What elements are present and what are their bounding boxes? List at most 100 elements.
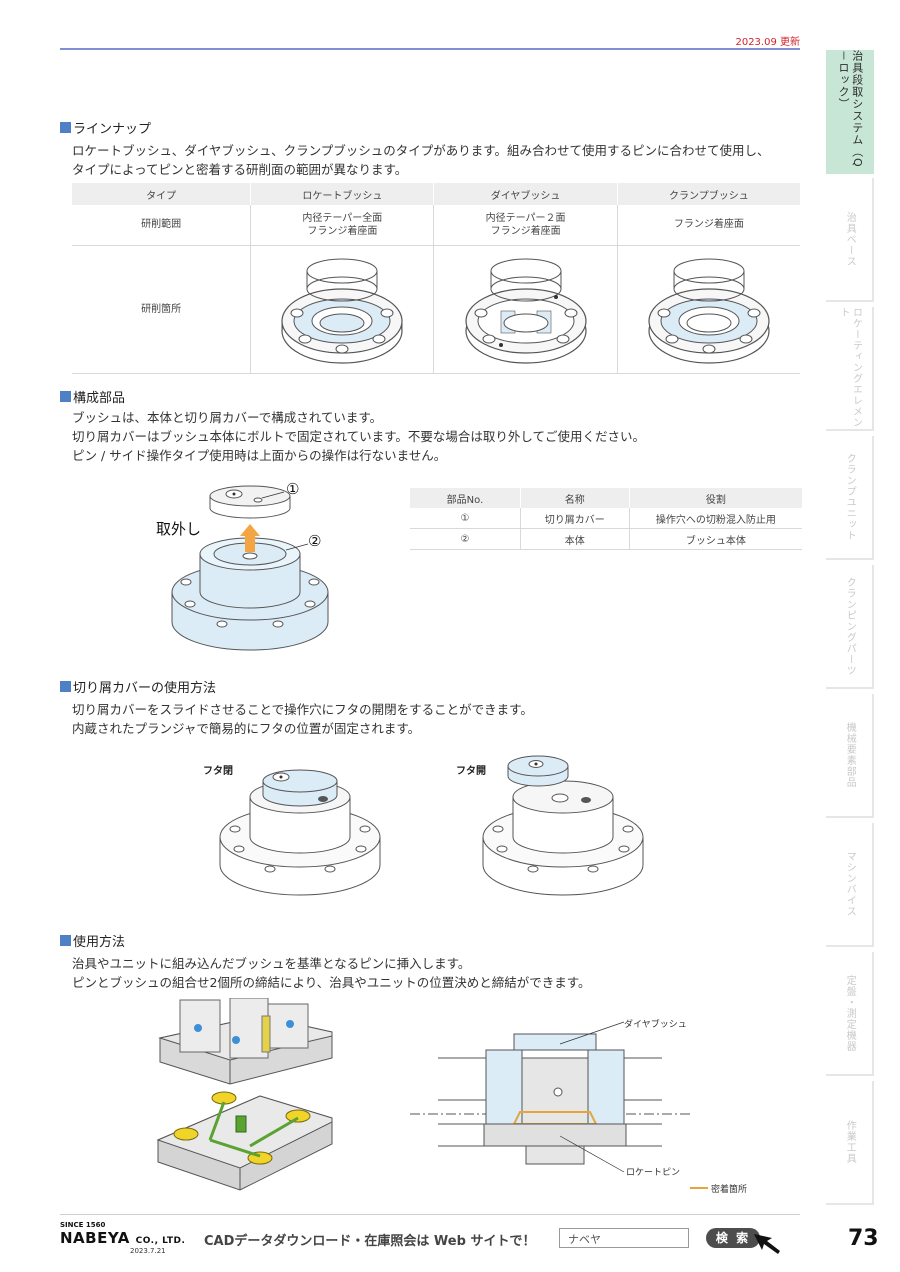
diamond-bushing-label: ダイヤブッシュ xyxy=(624,1020,687,1030)
table-cell: ① xyxy=(410,508,521,529)
lineup-text-line: タイプによってピンと密着する研削面の範囲が異なります。 xyxy=(72,162,408,177)
cover-closed-label: フタ閉 xyxy=(203,766,233,777)
bushing-drawing xyxy=(648,258,770,364)
search-input[interactable]: ナベヤ xyxy=(559,1228,689,1248)
table-cell: 内径テーパー２面フランジ着座面 xyxy=(433,205,618,246)
brand-logo: NABEYA CO., LTD. xyxy=(60,1229,185,1247)
section-heading-cover: 切り屑カバーの使用方法 xyxy=(60,677,216,696)
table-cell: 切り屑カバー xyxy=(520,508,630,529)
column-header: 部品No. xyxy=(410,488,521,508)
tab-label: 定盤・測定機器 xyxy=(844,974,856,1052)
tab-label: 治具段取システム（Q－ロック） xyxy=(837,50,864,168)
column-header: ロケートブッシュ xyxy=(250,183,435,205)
lineup-text-line: ロケートブッシュ、ダイヤブッシュ、クランプブッシュのタイプがあります。組み合わせ… xyxy=(72,143,770,158)
bushing-drawing xyxy=(281,258,403,364)
heading-text: 切り屑カバーの使用方法 xyxy=(73,681,217,696)
heading-text: ラインナップ xyxy=(73,122,152,137)
heading-square-icon xyxy=(60,391,71,402)
remove-label: 取外し xyxy=(156,520,202,538)
tab-label: 治具ベース xyxy=(844,211,856,267)
tab-machine-vise[interactable]: マシンバイス xyxy=(826,823,874,947)
cover-text-line: 内蔵されたプランジャで簡易的にフタの位置が固定されます。 xyxy=(72,721,421,736)
cad-download-text: CADデータダウンロード・在庫照会は Web サイトで！ xyxy=(204,1234,536,1249)
heading-square-icon xyxy=(60,935,71,946)
parts-text: ブッシュは、本体と切り屑カバーで構成されています。 切り屑カバーはブッシュ本体に… xyxy=(72,408,812,465)
usage-text-line: ピンとブッシュの組合せ2個所の締結により、治具やユニットの位置決めと締結ができま… xyxy=(72,975,591,990)
column-header: 役割 xyxy=(629,488,802,508)
heading-text: 使用方法 xyxy=(73,935,126,950)
cover-closed-drawing xyxy=(219,769,381,896)
tab-clamp-unit[interactable]: クランプユニット xyxy=(826,436,874,560)
section-heading-lineup: ラインナップ xyxy=(60,118,151,137)
table-cell: 操作穴への切粉混入防止用 xyxy=(629,508,802,529)
table-cell: 本体 xyxy=(520,528,630,550)
search-button[interactable]: 検 索 xyxy=(706,1228,760,1248)
section-heading-usage: 使用方法 xyxy=(60,931,125,950)
footer-date: 2023.7.21 xyxy=(130,1247,166,1255)
table-row: ① 切り屑カバー 操作穴への切粉混入防止用 xyxy=(410,508,802,529)
row-label: 研削範囲 xyxy=(72,205,252,246)
tab-label: 作業工具 xyxy=(844,1120,856,1164)
usage-text-line: 治具やユニットに組み込んだブッシュを基準となるピンに挿入します。 xyxy=(72,956,471,971)
heading-square-icon xyxy=(60,122,71,133)
table-row: 研削箇所 xyxy=(72,245,800,374)
contact-label: 密着箇所 xyxy=(711,1185,748,1195)
parts-text-line: ピン / サイド操作タイプ使用時は上面からの操作は行ないません。 xyxy=(72,448,447,463)
lineup-text: ロケートブッシュ、ダイヤブッシュ、クランプブッシュのタイプがあります。組み合わせ… xyxy=(72,141,812,179)
bushing-exploded-drawing xyxy=(171,485,329,651)
cell-line: フランジ着座面 xyxy=(673,219,744,231)
callout-2: ② xyxy=(308,532,322,550)
heading-square-icon xyxy=(60,681,71,692)
table-cell: 内径テーパー全面フランジ着座面 xyxy=(250,205,435,246)
parts-text-line: ブッシュは、本体と切り屑カバーで構成されています。 xyxy=(72,410,383,425)
cursor-arrow-icon xyxy=(754,1234,780,1254)
heading-text: 構成部品 xyxy=(73,391,126,406)
cover-open-label: フタ開 xyxy=(456,766,486,777)
tab-machine-elements[interactable]: 機械要素部品 xyxy=(826,694,874,818)
jig-assembly-drawing xyxy=(156,998,333,1191)
table-cell: ブッシュ本体 xyxy=(629,528,802,550)
cover-text-line: 切り屑カバーをスライドさせることで操作穴にフタの開閉をすることができます。 xyxy=(72,702,533,717)
cell-line: フランジ着座面 xyxy=(490,225,561,237)
section-heading-parts: 構成部品 xyxy=(60,387,125,406)
tab-clamping-parts[interactable]: クランピングパーツ xyxy=(826,565,874,689)
cover-text: 切り屑カバーをスライドさせることで操作穴にフタの開閉をすることができます。 内蔵… xyxy=(72,700,812,738)
since-text: SINCE 1560 xyxy=(60,1221,106,1229)
clamp-bushing-image xyxy=(617,245,800,374)
table-cell: ② xyxy=(410,528,521,550)
page-number: 73 xyxy=(848,1226,879,1251)
tab-locating-element[interactable]: ロケーティングエレメント xyxy=(826,307,874,431)
footer-rule xyxy=(60,1214,800,1215)
brand-name: NABEYA xyxy=(60,1229,130,1247)
lineup-table: タイプ ロケートブッシュ ダイヤブッシュ クランプブッシュ 研削範囲 内径テーパ… xyxy=(72,183,800,374)
bushing-drawing xyxy=(464,258,587,364)
tab-surface-plate[interactable]: 定盤・測定機器 xyxy=(826,952,874,1076)
cell-line: 内径テーパー全面 xyxy=(302,212,383,224)
cell-line: フランジ着座面 xyxy=(307,225,378,237)
column-header: タイプ xyxy=(72,183,252,205)
tab-label: 機械要素部品 xyxy=(844,722,856,788)
column-header: クランプブッシュ xyxy=(617,183,800,205)
tab-hand-tools[interactable]: 作業工具 xyxy=(826,1081,874,1205)
tab-q-lock[interactable]: 治具段取システム（Q－ロック） xyxy=(826,50,874,174)
row-label: 研削箇所 xyxy=(72,245,252,374)
column-header: ダイヤブッシュ xyxy=(433,183,618,205)
header-rule xyxy=(60,48,800,50)
usage-text: 治具やユニットに組み込んだブッシュを基準となるピンに挿入します。 ピンとブッシュ… xyxy=(72,954,812,992)
table-row: ② 本体 ブッシュ本体 xyxy=(410,528,802,550)
cell-line: 内径テーパー２面 xyxy=(485,212,566,224)
tab-label: クランプユニット xyxy=(844,453,856,541)
cover-open-drawing xyxy=(482,755,644,896)
column-header: 名称 xyxy=(520,488,630,508)
brand-suffix: CO., LTD. xyxy=(135,1236,186,1246)
locate-pin-label: ロケートピン xyxy=(626,1168,681,1178)
cross-section-drawing xyxy=(410,1021,708,1189)
tab-jig-base[interactable]: 治具ベース xyxy=(826,178,874,302)
diamond-bushing-image xyxy=(433,245,618,374)
table-cell: フランジ着座面 xyxy=(617,205,800,246)
update-date: 2023.09 更新 xyxy=(735,37,800,48)
tab-label: マシンバイス xyxy=(844,851,856,917)
table-row: 研削範囲 内径テーパー全面フランジ着座面 内径テーパー２面フランジ着座面 フラン… xyxy=(72,205,800,246)
parts-table: 部品No. 名称 役割 ① 切り屑カバー 操作穴への切粉混入防止用 ② 本体 ブ… xyxy=(410,488,802,550)
tab-label: ロケーティングエレメント xyxy=(838,307,862,428)
